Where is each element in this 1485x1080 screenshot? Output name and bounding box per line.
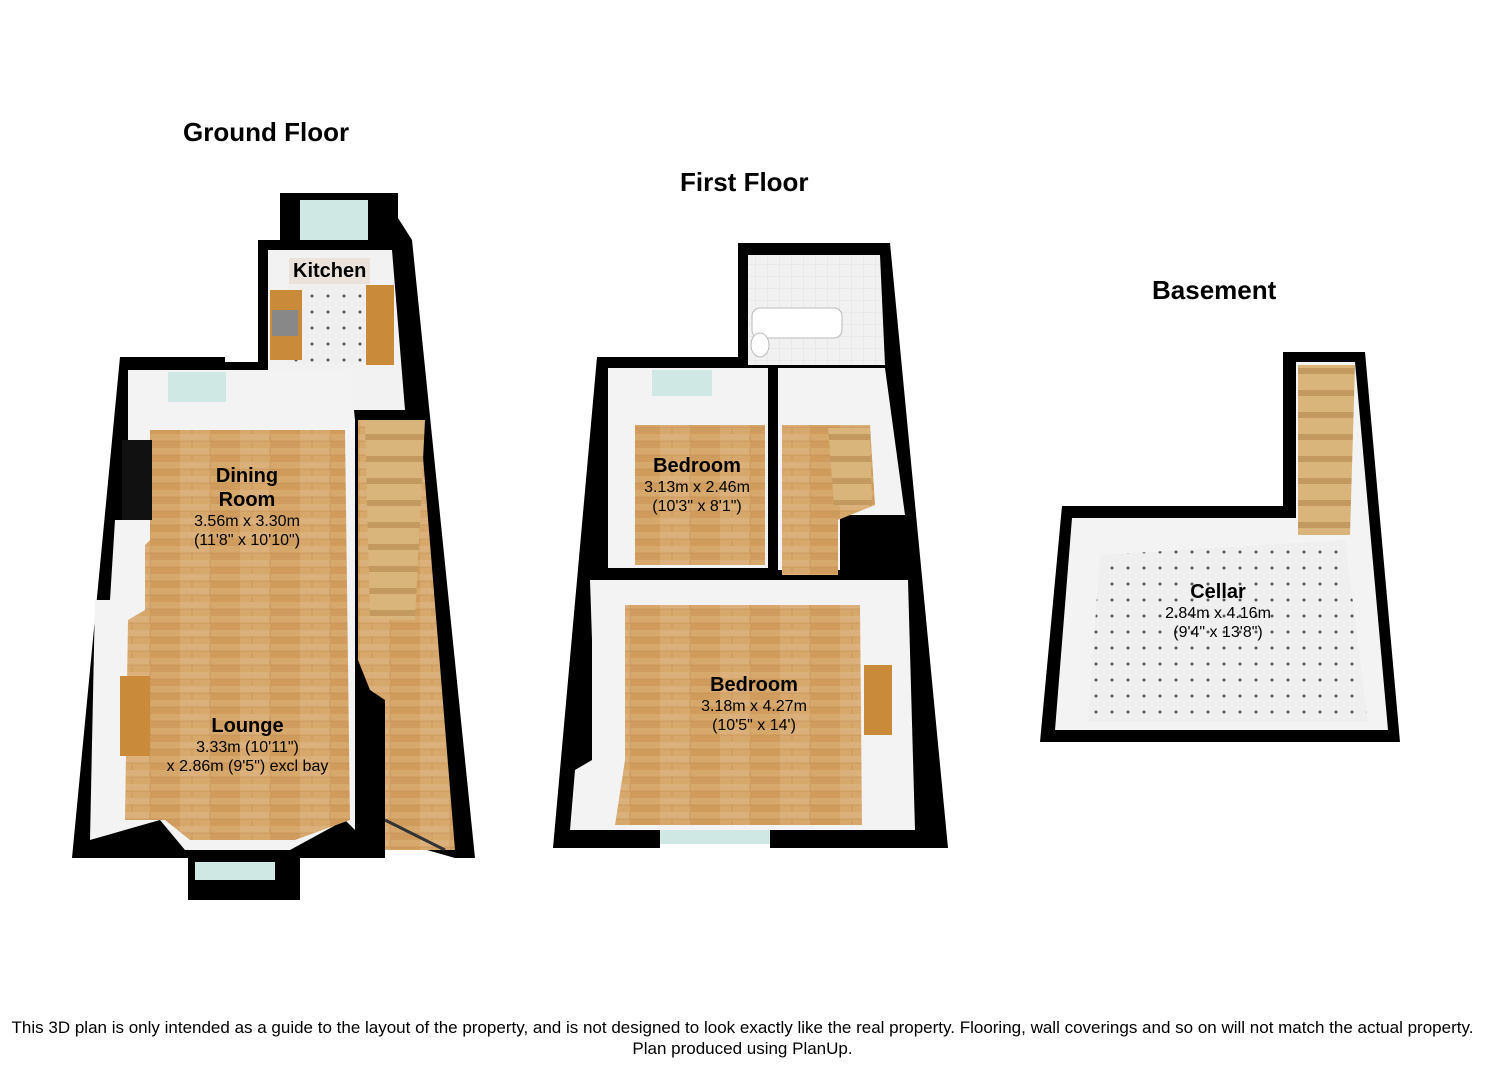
small-bedroom-name: Bedroom bbox=[653, 455, 741, 477]
cellar-name: Cellar bbox=[1190, 581, 1246, 603]
wardrobe bbox=[864, 665, 892, 735]
large-bedroom-dim-metric: 3.18m x 4.27m bbox=[701, 698, 807, 715]
small-bedroom-dim-imperial: (10'3" x 8'1") bbox=[652, 498, 742, 516]
kitchen-worktop-right bbox=[366, 285, 394, 365]
large-bedroom-floor bbox=[615, 605, 862, 825]
lounge-name: Lounge bbox=[211, 715, 284, 737]
floor-plan-drawing bbox=[72, 193, 1400, 900]
lounge-dim-line2: x 2.86m (9'5") excl bay bbox=[166, 758, 329, 776]
cellar-label: Cellar 2.84m x 4.16m (9'4" x 13'8") bbox=[1150, 580, 1286, 642]
first-staircase bbox=[828, 428, 872, 505]
small-bedroom-window bbox=[652, 370, 712, 396]
cellar-staircase bbox=[1298, 365, 1355, 535]
large-bedroom-dim-imperial: (10'5" x 14') bbox=[712, 717, 796, 735]
kitchen-window bbox=[300, 200, 368, 240]
disclaimer: This 3D plan is only intended as a guide… bbox=[0, 1017, 1485, 1059]
dining-room-dim-metric: 3.56m x 3.30m bbox=[194, 513, 300, 530]
dining-room-dim-imperial: (11'8" x 10'10") bbox=[193, 532, 301, 550]
cellar-dim-metric: 2.84m x 4.16m bbox=[1165, 605, 1271, 622]
small-bedroom-floor bbox=[635, 425, 765, 565]
kitchen-label: Kitchen bbox=[289, 258, 371, 284]
bay-window bbox=[195, 862, 275, 880]
planup-credit: Plan produced using PlanUp. bbox=[632, 1039, 853, 1058]
bathroom-sink bbox=[750, 332, 770, 358]
cellar-floor bbox=[1088, 540, 1368, 722]
small-bedroom-dim-metric: 3.13m x 2.46m bbox=[644, 479, 750, 496]
first-floor-plan bbox=[553, 243, 948, 848]
ground-staircase bbox=[365, 420, 425, 620]
lounge-dim-line1: 3.33m (10'11") bbox=[196, 739, 299, 756]
dining-lounge-floor bbox=[125, 430, 350, 840]
disclaimer-text: This 3D plan is only intended as a guide… bbox=[11, 1018, 1474, 1037]
ground-floor-plan bbox=[72, 193, 475, 900]
bathtub bbox=[751, 307, 843, 339]
lounge-cabinet bbox=[120, 676, 150, 756]
basement-plan bbox=[1040, 352, 1400, 742]
small-bedroom-label: Bedroom 3.13m x 2.46m (10'3" x 8'1") bbox=[636, 454, 758, 516]
large-bedroom-window bbox=[660, 830, 770, 844]
dining-window bbox=[168, 372, 226, 402]
kitchen-name: Kitchen bbox=[289, 258, 371, 284]
fireplace bbox=[122, 440, 152, 520]
cellar-dim-imperial: (9'4" x 13'8") bbox=[1173, 624, 1263, 642]
ground-floor-title: Ground Floor bbox=[183, 117, 350, 147]
lounge-label: Lounge 3.33m (10'11") x 2.86m (9'5") exc… bbox=[150, 714, 345, 776]
large-bedroom-label: Bedroom 3.18m x 4.27m (10'5" x 14') bbox=[690, 673, 818, 735]
dining-room-name-line2: Room bbox=[218, 489, 276, 511]
large-bedroom-name: Bedroom bbox=[710, 674, 798, 696]
hob bbox=[272, 310, 298, 336]
basement-title: Basement bbox=[1152, 275, 1277, 305]
front-door bbox=[384, 818, 446, 852]
dining-room-label: Dining Room 3.56m x 3.30m (11'8" x 10'10… bbox=[182, 464, 312, 550]
dining-room-name-line1: Dining bbox=[215, 465, 279, 487]
first-floor-title: First Floor bbox=[680, 167, 809, 197]
